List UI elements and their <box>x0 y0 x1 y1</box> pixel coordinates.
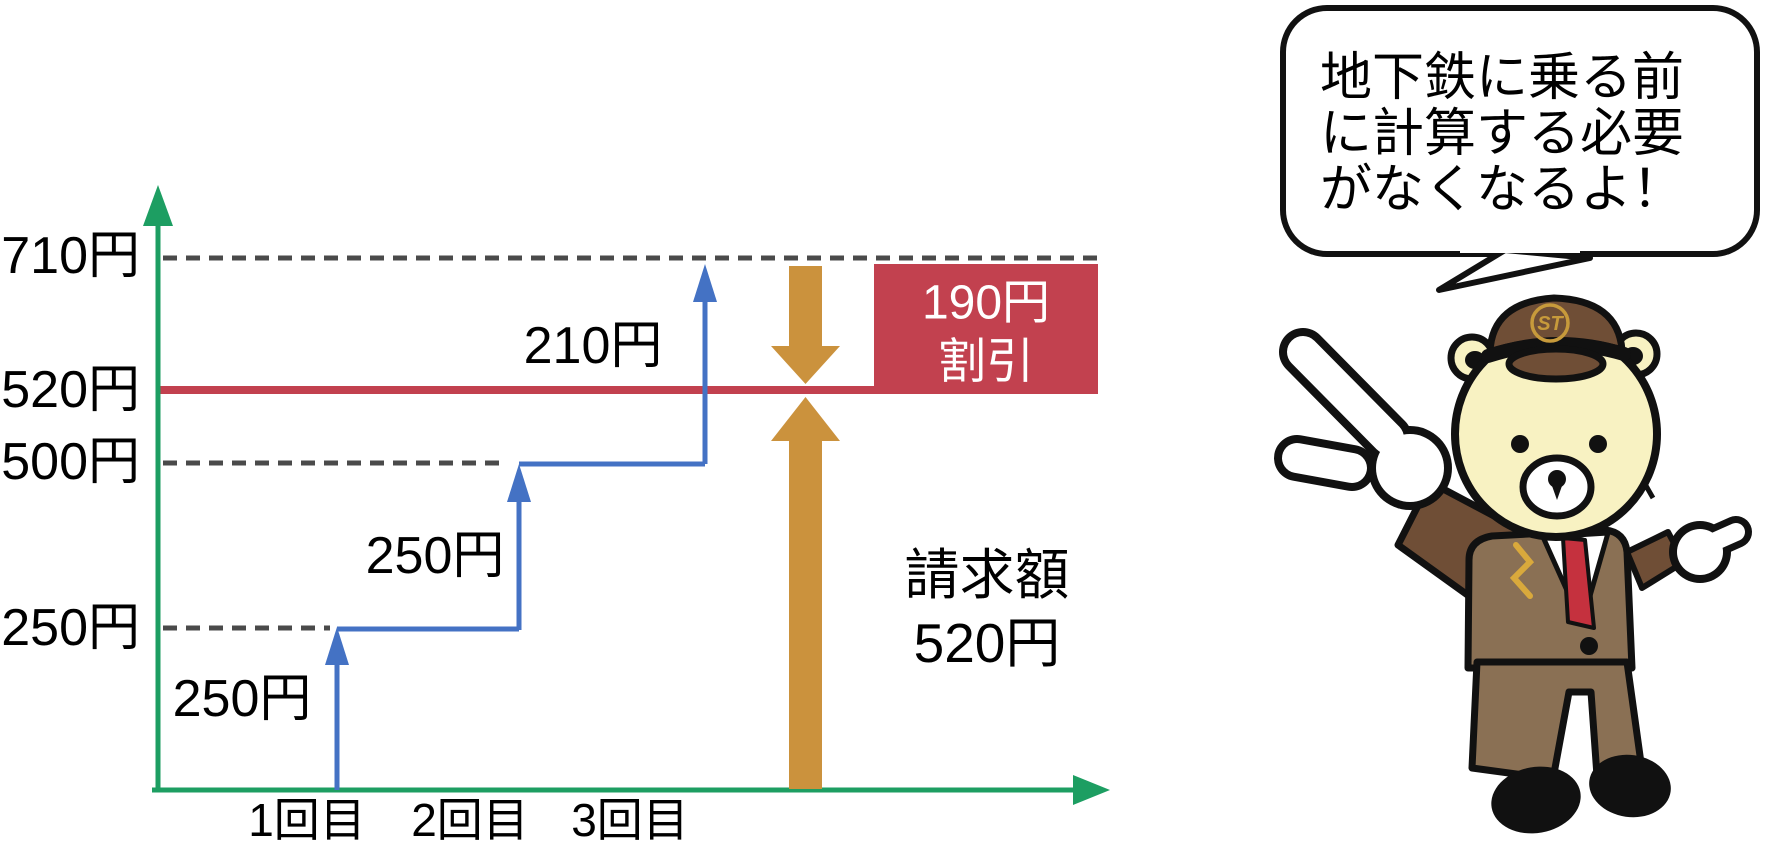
speech-bubble-tail <box>1436 247 1593 293</box>
bear-lapel-gold-trim <box>1509 542 1535 599</box>
billed-amount-label-line1: 請求額 <box>904 544 1069 606</box>
bear-left-glove-pointing-icon <box>1274 328 1452 510</box>
bear-left-shoe <box>1491 766 1581 834</box>
billed-amount-label-line2: 520円 <box>914 612 1061 674</box>
speech-line-2: に計算する必要 <box>1320 105 1684 163</box>
bear-jacket-button <box>1580 637 1598 655</box>
bear-right-shoe <box>1589 754 1671 818</box>
up-arrow-shaft <box>789 441 822 789</box>
bear-cap-emblem: ST <box>1537 313 1564 335</box>
speech-line-1: 地下鉄に乗る前 <box>1320 49 1684 107</box>
y-tick-520: 520円 <box>1 361 140 419</box>
fare-step-chart: 190円 割引 710円 520円 500円 250円 1回目 2回目 3回目 … <box>1 185 1110 845</box>
bear-head: ST <box>1447 294 1661 541</box>
fare-staircase <box>325 264 717 790</box>
discount-box <box>874 264 1098 392</box>
y-tick-500: 500円 <box>1 433 140 491</box>
discount-arrows <box>771 266 840 789</box>
bear-cap-wreath-icon <box>1530 303 1570 343</box>
speech-line-3: がなくなるよ！ <box>1320 161 1684 219</box>
bear-cap-band <box>1481 337 1631 363</box>
bear-right-eye <box>1589 435 1607 453</box>
bear-tie <box>1561 536 1596 630</box>
y-tick-710: 710円 <box>1 227 140 285</box>
x-tick-ride2: 2回目 <box>411 794 529 845</box>
up-arrow-head-icon <box>771 397 840 441</box>
step-label-3: 210円 <box>524 317 663 375</box>
speech-bubble-tail-mask <box>1460 243 1580 253</box>
x-tick-ride1: 1回目 <box>248 794 366 845</box>
bear-cheek-crease <box>1642 466 1656 500</box>
bear-left-eye <box>1511 435 1529 453</box>
step-label-2: 250円 <box>366 527 505 585</box>
down-arrow-shaft <box>789 266 822 348</box>
discount-box-line1: 190円 <box>922 277 1050 330</box>
x-tick-ride3: 3回目 <box>571 794 689 845</box>
bear-nose-bottom <box>1551 483 1563 500</box>
glove-finger2 <box>1282 443 1367 483</box>
mascot-bear-conductor: 地下鉄に乗る前 に計算する必要 がなくなるよ！ <box>1274 5 1760 834</box>
down-arrow-head-icon <box>771 346 840 384</box>
y-tick-250: 250円 <box>1 599 140 657</box>
x-axis-arrow-icon <box>1073 775 1110 805</box>
fare-step-3-arrowhead-icon <box>693 264 717 302</box>
y-axis-arrow-icon <box>143 185 173 226</box>
fare-step-2-arrowhead-icon <box>507 464 531 502</box>
bear-trousers <box>1468 658 1645 783</box>
glove-finger1 <box>1287 336 1404 454</box>
glove-fist <box>1376 434 1444 502</box>
bear-cap-brim <box>1505 345 1607 383</box>
bear-right-glove-icon <box>1669 516 1752 583</box>
step-label-1: 250円 <box>173 670 312 728</box>
right-glove-finger <box>1691 523 1745 557</box>
discount-box-line2: 割引 <box>938 336 1034 389</box>
fare-step-1-arrowhead-icon <box>325 627 349 665</box>
